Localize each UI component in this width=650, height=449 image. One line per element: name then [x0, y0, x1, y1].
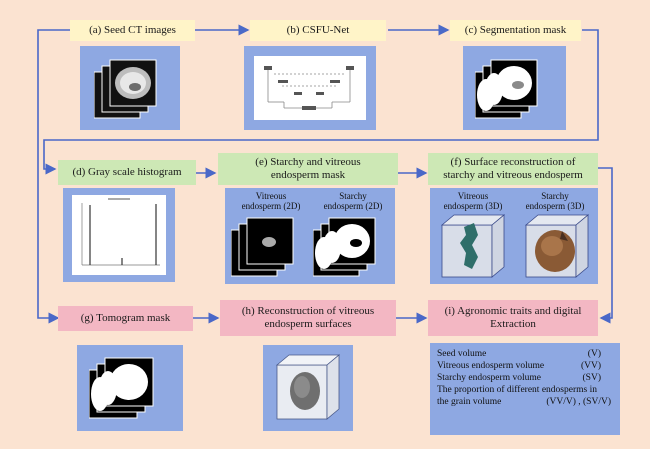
panel-tomogram	[77, 345, 183, 431]
trait-name: Starchy endosperm volume	[437, 373, 541, 383]
label-vitreous-2d-line1: Vitreous	[255, 191, 287, 201]
node-c-label: (c) Segmentation mask	[464, 24, 567, 36]
panel-2d-masks: Vitreous endosperm (2D) Starchy endosper…	[225, 188, 395, 284]
label-vitreous-2d-line2: endosperm (2D)	[241, 201, 301, 211]
panel-traits	[430, 343, 620, 435]
trait-proportion-line2: the grain volume (VV/V) , (SV/V)	[437, 396, 615, 408]
trait-row-seed-volume: Seed volume (V)	[437, 348, 615, 360]
node-a-label: (a) Seed CT images	[89, 24, 176, 36]
node-c-segmentation: (c) Segmentation mask	[450, 20, 581, 41]
node-f-label-1: (f) Surface reconstruction of	[450, 156, 576, 168]
panel-segmentation	[463, 46, 566, 130]
panel-network	[244, 46, 376, 130]
trait-row-vitreous-volume: Vitreous endosperm volume (VV)	[437, 360, 615, 372]
trait-proportion-left: the grain volume	[437, 397, 502, 407]
node-h-label-1: (h) Reconstruction of vitreous	[241, 305, 375, 317]
label-vitreous-2d: Vitreous endosperm (2D)	[231, 191, 311, 211]
label-starchy-2d: Starchy endosperm (2D)	[313, 191, 393, 211]
trait-row-starchy-volume: Starchy endosperm volume (SV)	[437, 372, 615, 384]
histogram-image	[72, 195, 166, 275]
traits-list: Seed volume (V) Vitreous endosperm volum…	[437, 348, 615, 408]
panel-seed-ct	[80, 46, 180, 130]
ct-slices-image	[93, 59, 157, 119]
label-starchy-3d-line2: endosperm (3D)	[525, 201, 585, 211]
label-vitreous-3d-line1: Vitreous	[457, 191, 489, 201]
trait-abbr: (SV)	[582, 373, 601, 383]
trait-proportion-right: (VV/V) , (SV/V)	[546, 397, 611, 407]
vitreous-2d-mask-image	[231, 217, 294, 277]
trait-name: Vitreous endosperm volume	[437, 361, 545, 371]
node-e-endosperm-mask: (e) Starchy and vitreous endosperm mask	[218, 153, 398, 185]
tomogram-mask-image	[89, 357, 154, 419]
node-i-agronomic-traits: (i) Agronomic traits and digital Extract…	[428, 300, 598, 336]
label-starchy-2d-line1: Starchy	[339, 191, 367, 201]
network-architecture-image	[254, 56, 366, 120]
vitreous-3d-surface-image	[440, 214, 506, 278]
node-h-label-2: endosperm surfaces	[264, 318, 352, 330]
starchy-2d-mask-image	[313, 217, 376, 277]
node-e-label-2: endosperm mask	[270, 169, 346, 181]
node-f-label-2: starchy and vitreous endosperm	[443, 169, 583, 181]
node-g-label: (g) Tomogram mask	[80, 312, 171, 324]
label-vitreous-3d-line2: endosperm (3D)	[443, 201, 503, 211]
trait-name: Seed volume	[437, 349, 487, 359]
node-f-surface-reconstruction: (f) Surface reconstruction of starchy an…	[428, 153, 598, 185]
node-h-vitreous-reconstruction: (h) Reconstruction of vitreous endosperm…	[220, 300, 396, 336]
node-i-label-1: (i) Agronomic traits and digital	[444, 305, 582, 317]
arrow-a-to-g	[37, 29, 70, 324]
starchy-3d-surface-image	[524, 214, 590, 278]
panel-histogram	[63, 188, 175, 282]
label-starchy-3d: Starchy endosperm (3D)	[516, 191, 594, 211]
node-d-histogram: (d) Gray scale histogram	[58, 160, 196, 185]
arrow-c-to-d	[43, 29, 599, 175]
ct-slice-stack	[93, 56, 164, 127]
label-starchy-3d-line1: Starchy	[541, 191, 569, 201]
trait-abbr: (V)	[587, 349, 601, 359]
panel-3d-surfaces: Vitreous endosperm (3D) Starchy endosper…	[430, 188, 598, 284]
node-a-seed-ct: (a) Seed CT images	[70, 20, 195, 41]
label-starchy-2d-line2: endosperm (2D)	[323, 201, 383, 211]
trait-proportion-line1: The proportion of different endosperms i…	[437, 385, 597, 395]
arrow-f-to-i	[598, 167, 613, 324]
node-g-tomogram: (g) Tomogram mask	[58, 306, 193, 331]
node-d-label: (d) Gray scale histogram	[72, 166, 182, 178]
panel-vitreous-reconstruction	[263, 345, 353, 431]
node-i-label-2: Extraction	[490, 318, 536, 330]
node-b-label: (b) CSFU-Net	[286, 24, 350, 36]
node-e-label-1: (e) Starchy and vitreous	[255, 156, 361, 168]
vitreous-reconstruction-image	[275, 354, 341, 420]
segmentation-mask-image	[475, 59, 538, 119]
node-b-csfu-net: (b) CSFU-Net	[250, 20, 386, 41]
trait-abbr: (VV)	[580, 361, 601, 371]
label-vitreous-3d: Vitreous endosperm (3D)	[434, 191, 512, 211]
